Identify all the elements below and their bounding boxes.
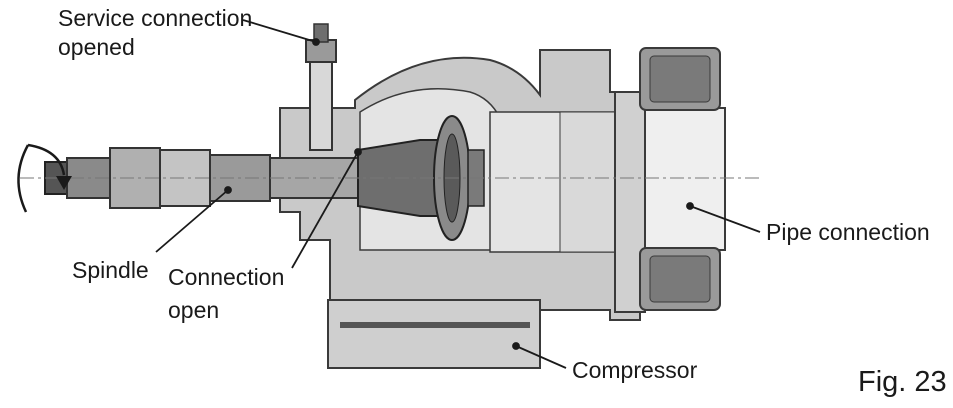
- leader-lines: [155, 19, 761, 369]
- label-service-connection-line2: opened: [58, 34, 135, 60]
- leader-service-connection: [242, 19, 317, 43]
- label-compressor: Compressor: [572, 357, 698, 383]
- leader-dot-spindle: [224, 186, 232, 194]
- service-port: [305, 23, 337, 151]
- compressor-block: [327, 299, 541, 369]
- figure-number: Fig. 23: [858, 366, 947, 398]
- leader-spindle: [155, 189, 229, 253]
- label-pipe-connection: Pipe connection: [766, 219, 930, 245]
- leader-dot-pipe: [686, 202, 694, 210]
- pipe-connection-flange: [614, 47, 726, 313]
- leader-compressor: [515, 345, 567, 369]
- leader-dot-service: [312, 38, 320, 46]
- leader-pipe-connection: [689, 205, 761, 233]
- label-connection-open-line2: open: [168, 297, 220, 323]
- rotation-arrow-icon: [17, 143, 72, 213]
- label-spindle: Spindle: [72, 257, 149, 283]
- label-service-connection-line1: Service connection: [58, 5, 253, 31]
- leader-dot-connection: [354, 148, 362, 156]
- leader-connection-open: [291, 151, 359, 269]
- leader-dot-compressor: [512, 342, 520, 350]
- label-connection-open-line1: Connection: [168, 264, 285, 290]
